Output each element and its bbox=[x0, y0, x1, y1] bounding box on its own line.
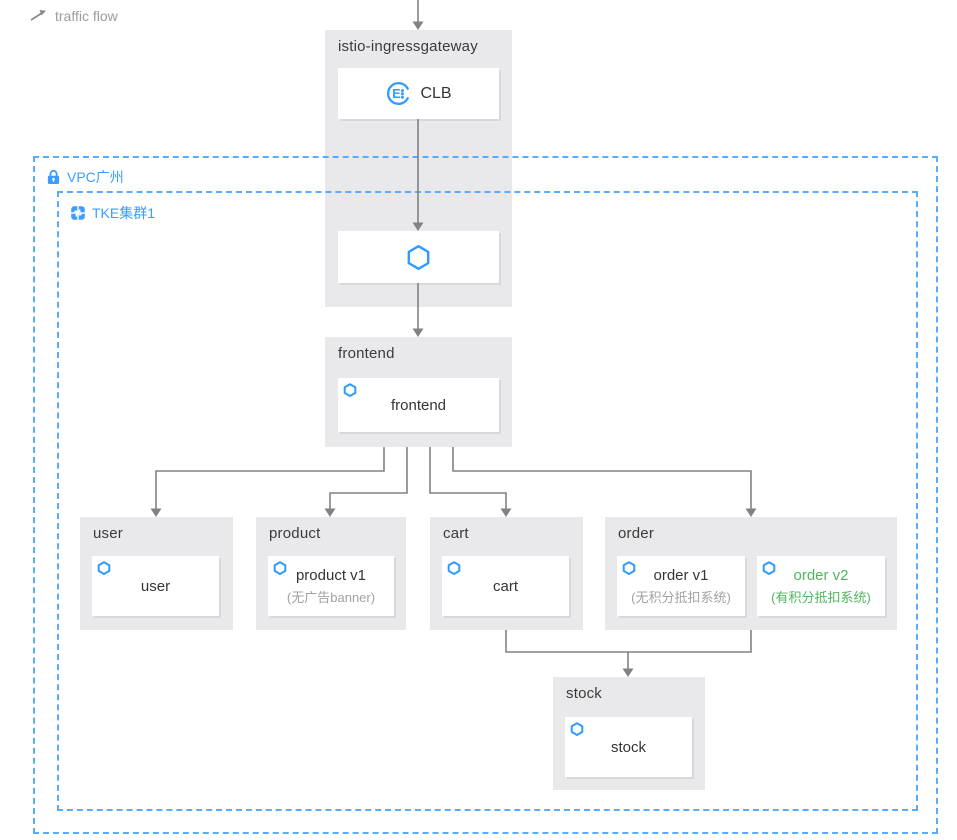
order-v1-pod-node: order v1 (无积分抵扣系统) bbox=[617, 556, 745, 616]
connector-order-to-stock bbox=[628, 630, 752, 653]
order-panel: order order v1 (无积分抵扣系统) order v2 (有积分抵扣… bbox=[605, 517, 897, 630]
order-v1-pod-note: (无积分抵扣系统) bbox=[631, 589, 731, 605]
pod-hexagon-icon bbox=[762, 561, 776, 575]
connector-frontend-to-user bbox=[155, 447, 385, 509]
product-panel: product product v1 (无广告banner) bbox=[256, 517, 406, 630]
pod-hexagon-icon bbox=[273, 561, 287, 575]
product-v1-pod-note: (无广告banner) bbox=[286, 589, 376, 605]
traffic-flow-label: traffic flow bbox=[55, 8, 118, 24]
order-v2-pod-label: order v2 bbox=[793, 566, 849, 584]
order-v2-pod-node: order v2 (有积分抵扣系统) bbox=[757, 556, 885, 616]
user-pod-node: user bbox=[92, 556, 219, 616]
cart-pod-label: cart bbox=[492, 577, 518, 595]
ingressgateway-title: istio-ingressgateway bbox=[338, 38, 478, 55]
order-v2-pod-note: (有积分抵扣系统) bbox=[771, 589, 871, 605]
connector-cart-to-stock bbox=[505, 630, 628, 653]
tke-label-text: TKE集群1 bbox=[92, 205, 156, 221]
arrowhead bbox=[745, 508, 757, 517]
order-v1-pod-label: order v1 bbox=[653, 566, 709, 584]
arrowhead bbox=[622, 668, 634, 677]
frontend-panel: frontend frontend bbox=[325, 337, 512, 447]
frontend-panel-title: frontend bbox=[338, 345, 395, 362]
product-v1-pod-label: product v1 bbox=[295, 566, 367, 584]
arrowhead bbox=[412, 328, 424, 337]
connector-frontend-to-order bbox=[452, 447, 752, 509]
arrowhead bbox=[324, 508, 336, 517]
pod-hexagon-icon bbox=[97, 561, 111, 575]
cart-panel-title: cart bbox=[443, 525, 469, 542]
arrowhead bbox=[500, 508, 512, 517]
clb-label: CLB bbox=[420, 84, 452, 102]
lock-icon bbox=[47, 169, 60, 184]
tke-cluster-icon bbox=[71, 206, 85, 220]
pod-hexagon-icon bbox=[343, 383, 357, 397]
pod-hexagon-icon bbox=[407, 244, 430, 270]
frontend-pod-label: frontend bbox=[390, 396, 447, 414]
stock-panel-title: stock bbox=[566, 685, 603, 702]
vpc-label: VPC广州 bbox=[46, 167, 124, 187]
user-pod-label: user bbox=[140, 577, 171, 595]
ingressgateway-panel: istio-ingressgateway E CLB bbox=[325, 30, 512, 307]
vpc-label-text: VPC广州 bbox=[67, 169, 124, 185]
ingress-gateway-pod-node bbox=[338, 231, 499, 283]
connector-frontend-to-product bbox=[329, 447, 408, 509]
cart-panel: cart cart bbox=[430, 517, 583, 630]
user-panel: user user bbox=[80, 517, 233, 630]
pod-hexagon-icon bbox=[622, 561, 636, 575]
traffic-flow-legend: traffic flow bbox=[30, 8, 118, 24]
cart-pod-node: cart bbox=[442, 556, 569, 616]
clb-icon: E bbox=[387, 81, 411, 106]
product-v1-pod-node: product v1 (无广告banner) bbox=[268, 556, 394, 616]
arrowhead bbox=[150, 508, 162, 517]
product-panel-title: product bbox=[269, 525, 321, 542]
svg-text:E: E bbox=[393, 87, 401, 101]
traffic-flow-arrow-icon bbox=[30, 10, 46, 21]
frontend-pod-node: frontend bbox=[338, 378, 499, 432]
arrowhead bbox=[412, 21, 424, 30]
pod-hexagon-icon bbox=[570, 722, 584, 736]
stock-pod-node: stock bbox=[565, 717, 692, 777]
order-panel-title: order bbox=[618, 525, 655, 542]
tke-label: TKE集群1 bbox=[70, 203, 155, 223]
stock-panel: stock stock bbox=[553, 677, 705, 790]
connector-frontend-to-cart bbox=[429, 447, 507, 509]
clb-node: E CLB bbox=[338, 68, 499, 119]
stock-pod-label: stock bbox=[610, 738, 646, 756]
pod-hexagon-icon bbox=[447, 561, 461, 575]
user-panel-title: user bbox=[93, 525, 123, 542]
